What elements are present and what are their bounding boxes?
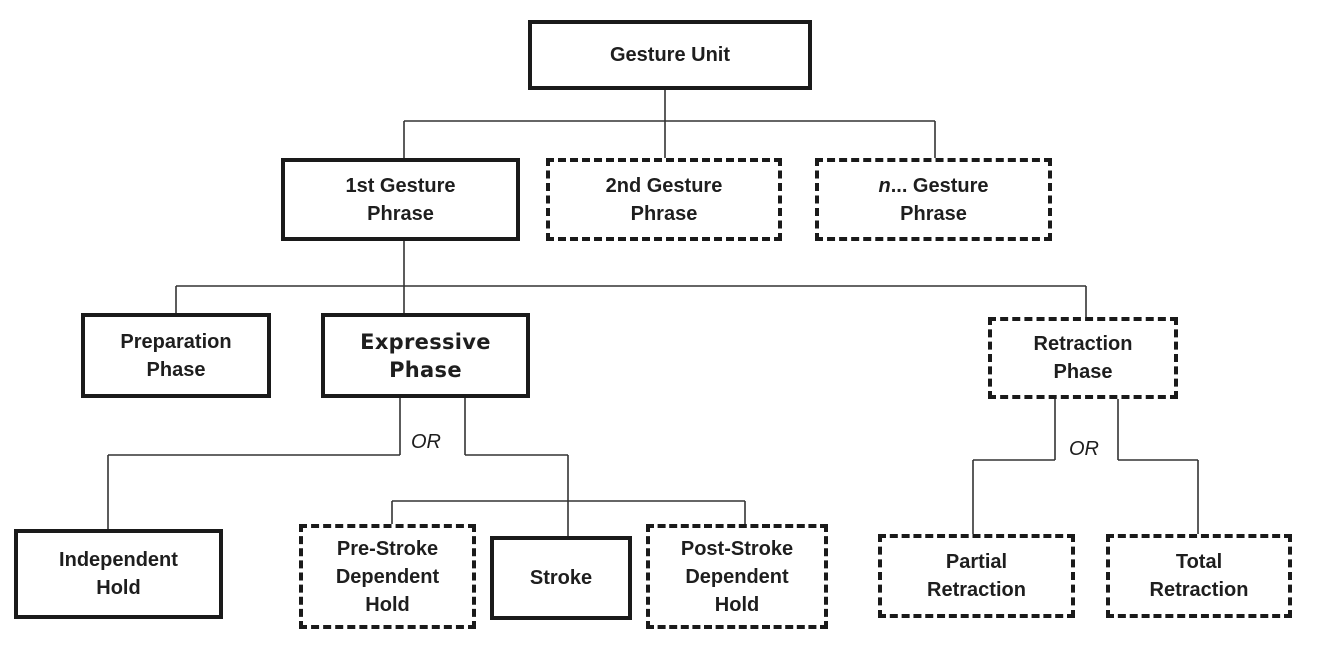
second-phrase-line2: Phrase (630, 202, 698, 225)
expressive-line2: Phase (389, 357, 462, 382)
first-gesture-phrase-box: 1st Gesture Phrase (281, 158, 520, 241)
partial-retraction-box: Partial Retraction (878, 534, 1075, 618)
preparation-line1: Preparation (120, 330, 232, 353)
preparation-phase-box: Preparation Phase (81, 313, 271, 398)
retraction-line1: Retraction (1033, 333, 1133, 355)
post-stroke-line3: Hold (714, 593, 760, 616)
partial-retraction-line2: Retraction (927, 579, 1026, 601)
nth-phrase-prefix: n (878, 174, 891, 197)
stroke-box: Stroke (490, 536, 632, 620)
post-stroke-line1: Post-Stroke (680, 537, 794, 560)
partial-retraction-line1: Partial (945, 551, 1008, 573)
independent-hold-box: Independent Hold (14, 529, 223, 619)
pre-stroke-dependent-hold-box: Pre-Stroke Dependent Hold (299, 524, 476, 629)
first-phrase-line1: 1st Gesture (345, 174, 456, 197)
second-phrase-line1: 2nd Gesture (605, 174, 723, 197)
stroke-label: Stroke (529, 567, 593, 589)
nth-gesture-phrase-box: n... Gesture Phrase (815, 158, 1052, 241)
retraction-or-label: OR (1069, 438, 1099, 460)
preparation-line2: Phase (146, 358, 206, 381)
nth-phrase-line1: ... Gesture (890, 174, 989, 197)
post-stroke-dependent-hold-box: Post-Stroke Dependent Hold (646, 524, 828, 629)
gesture-unit-label: Gesture Unit (609, 44, 731, 66)
total-retraction-box: Total Retraction (1106, 534, 1292, 618)
second-gesture-phrase-box: 2nd Gesture Phrase (546, 158, 782, 241)
expressive-or-label: OR (411, 431, 441, 453)
pre-stroke-line2: Dependent (335, 565, 440, 588)
gesture-unit-box: Gesture Unit (528, 20, 812, 90)
first-phrase-line2: Phrase (367, 202, 434, 225)
retraction-phase-box: Retraction Phase (988, 317, 1178, 399)
pre-stroke-line1: Pre-Stroke (336, 537, 439, 560)
post-stroke-line2: Dependent (685, 565, 789, 588)
independent-hold-line1: Independent (59, 549, 178, 571)
nth-phrase-line2: Phrase (900, 202, 967, 225)
retraction-line2: Phase (1053, 361, 1113, 383)
expressive-phase-box: Expressive Phase (321, 313, 530, 398)
expressive-line1: Expressive (360, 329, 491, 354)
total-retraction-line2: Retraction (1149, 579, 1249, 601)
pre-stroke-line3: Hold (365, 593, 410, 616)
total-retraction-line1: Total (1175, 551, 1223, 573)
independent-hold-line2: Hold (96, 577, 141, 599)
